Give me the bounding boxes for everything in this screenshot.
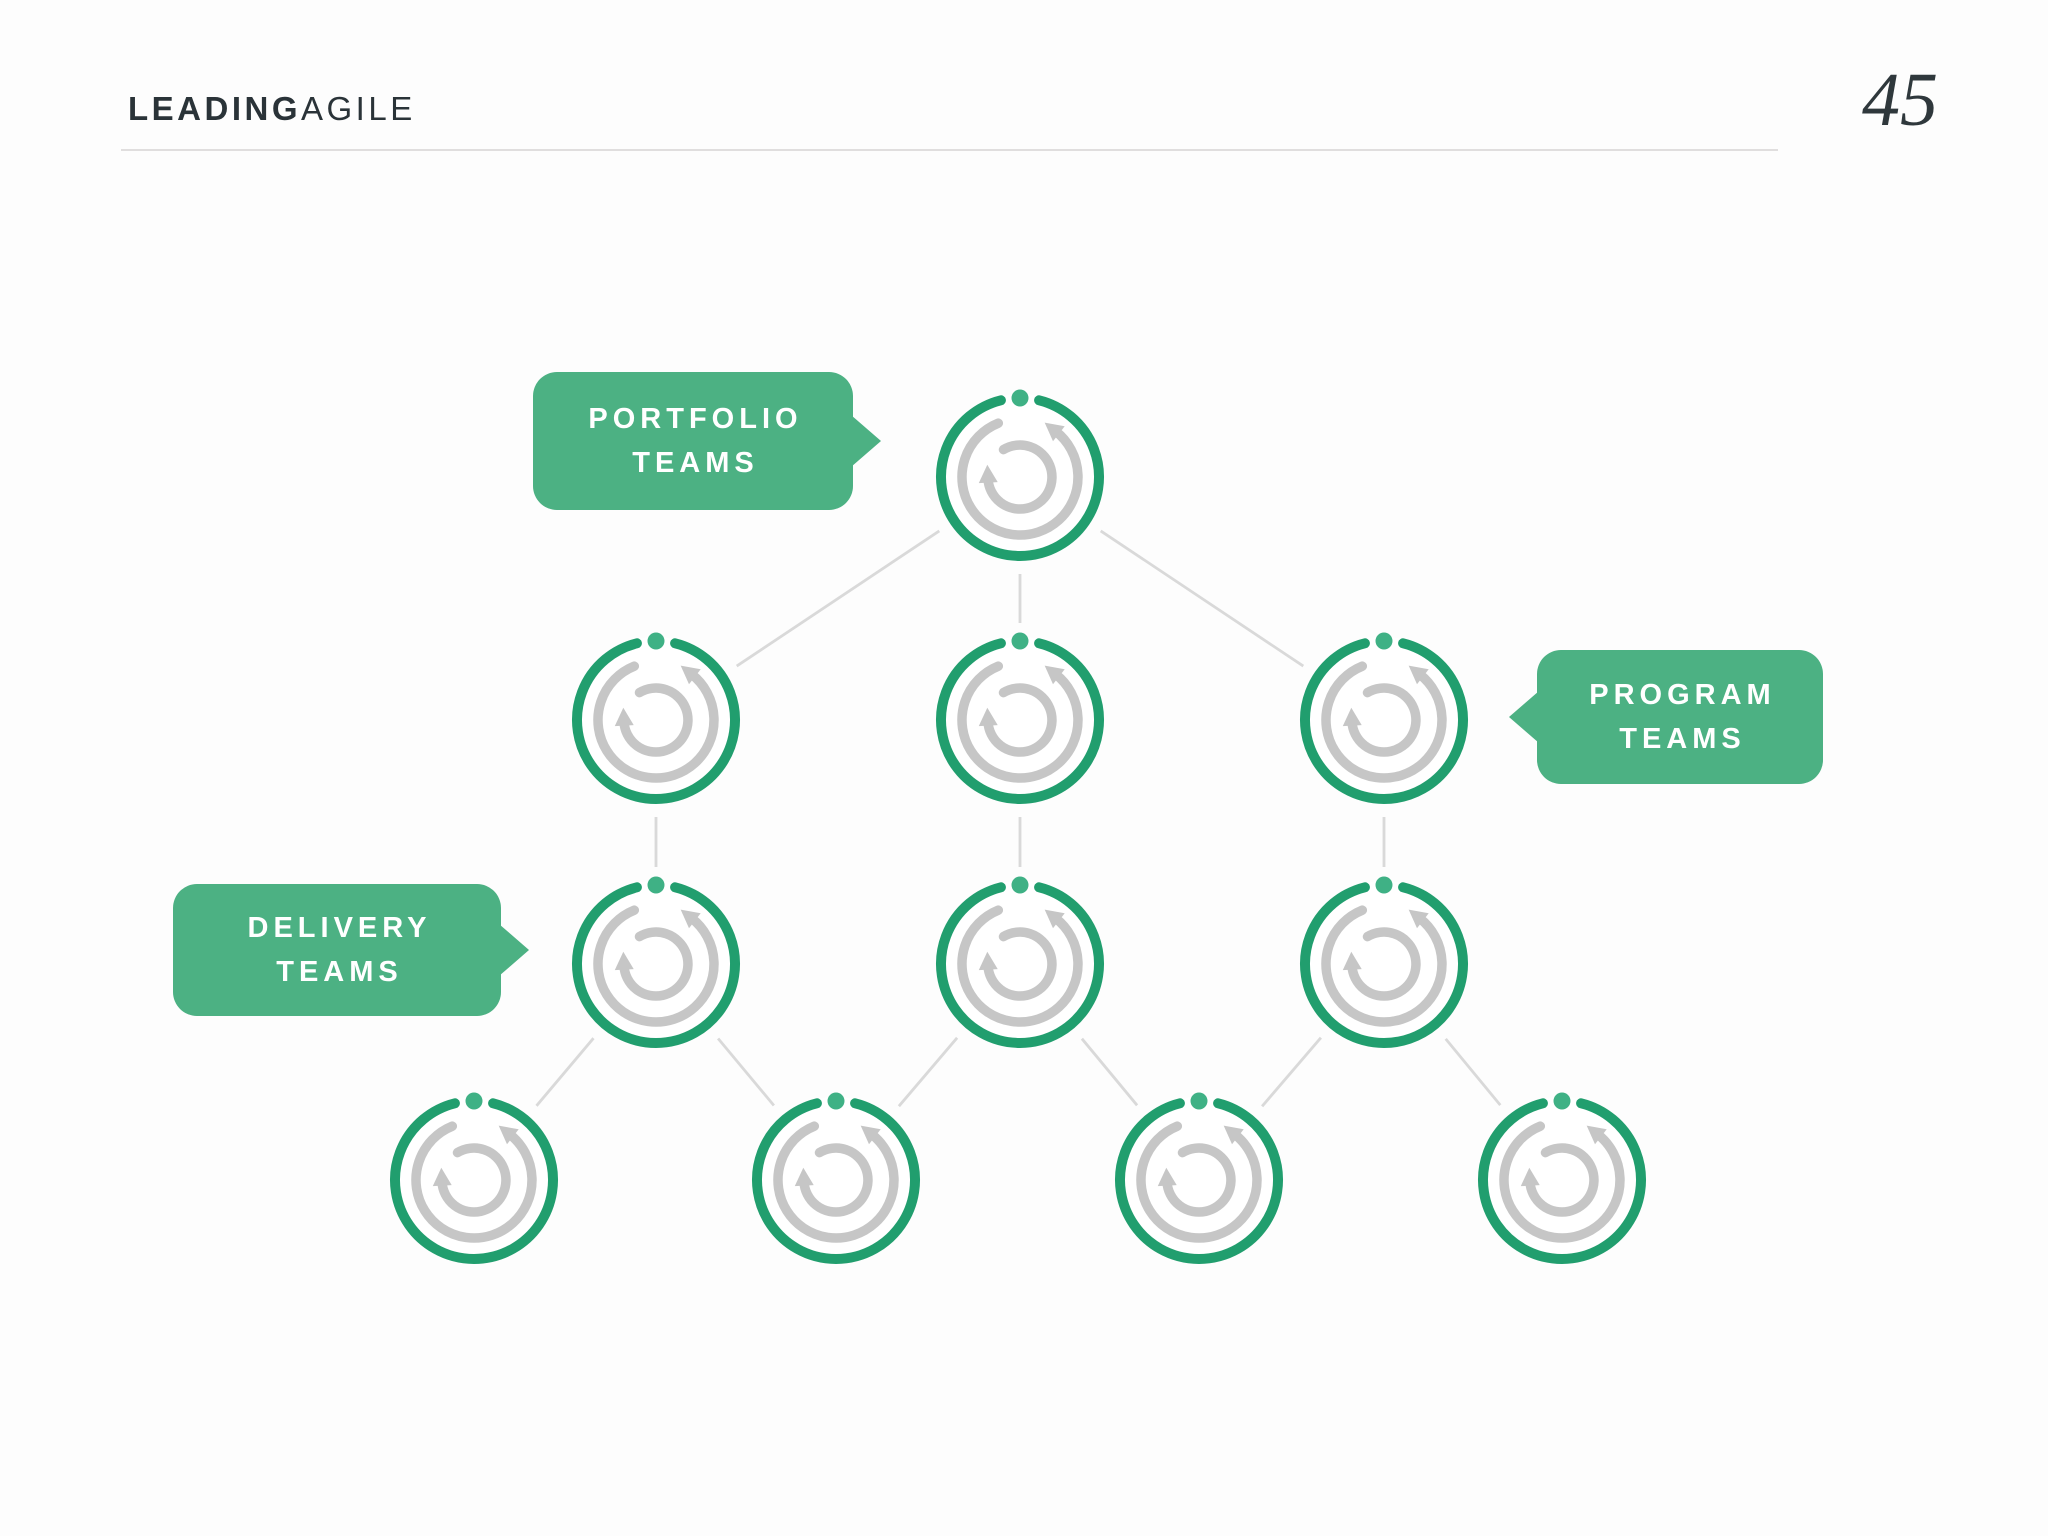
team-node-t4 bbox=[1479, 1093, 1645, 1264]
page-number: 45 bbox=[1862, 58, 1938, 142]
tree-connector bbox=[1444, 1038, 1502, 1106]
team-node-g2 bbox=[937, 633, 1103, 804]
tree-connector bbox=[1099, 529, 1305, 668]
tree-connector bbox=[717, 1037, 775, 1107]
callout-line: TEAMS bbox=[276, 956, 403, 988]
logo-light-part: AGILE bbox=[301, 90, 416, 127]
tree-connector bbox=[535, 1037, 595, 1107]
team-node-t3 bbox=[1116, 1093, 1282, 1264]
tree-connector bbox=[735, 529, 941, 668]
callout-line: DELIVERY bbox=[247, 912, 432, 944]
team-node-d2 bbox=[937, 877, 1103, 1048]
team-node-t1 bbox=[391, 1093, 557, 1264]
team-node-d3 bbox=[1301, 877, 1467, 1048]
program-teams-callout: PROGRAM TEAMS bbox=[1537, 650, 1823, 784]
leadingagile-logo: LEADINGAGILE bbox=[128, 90, 416, 128]
nodes-layer bbox=[391, 390, 1645, 1264]
logo-bold-part: LEADING bbox=[128, 90, 301, 127]
team-node-g1 bbox=[573, 633, 739, 804]
header-divider bbox=[121, 149, 1778, 151]
callout-line: PORTFOLIO bbox=[588, 403, 803, 435]
portfolio-teams-callout: PORTFOLIO TEAMS bbox=[533, 372, 853, 510]
callout-line: PROGRAM bbox=[1589, 679, 1776, 711]
tree-connector bbox=[1261, 1036, 1322, 1108]
tree-connector bbox=[897, 1036, 959, 1108]
edges-layer bbox=[535, 529, 1502, 1108]
tree-connector bbox=[1080, 1037, 1139, 1107]
delivery-teams-callout: DELIVERY TEAMS bbox=[173, 884, 501, 1016]
team-node-t2 bbox=[753, 1093, 919, 1264]
team-node-p1 bbox=[937, 390, 1103, 561]
callout-line: TEAMS bbox=[1619, 723, 1746, 755]
team-node-d1 bbox=[573, 877, 739, 1048]
callout-line: TEAMS bbox=[632, 447, 759, 479]
team-node-g3 bbox=[1301, 633, 1467, 804]
